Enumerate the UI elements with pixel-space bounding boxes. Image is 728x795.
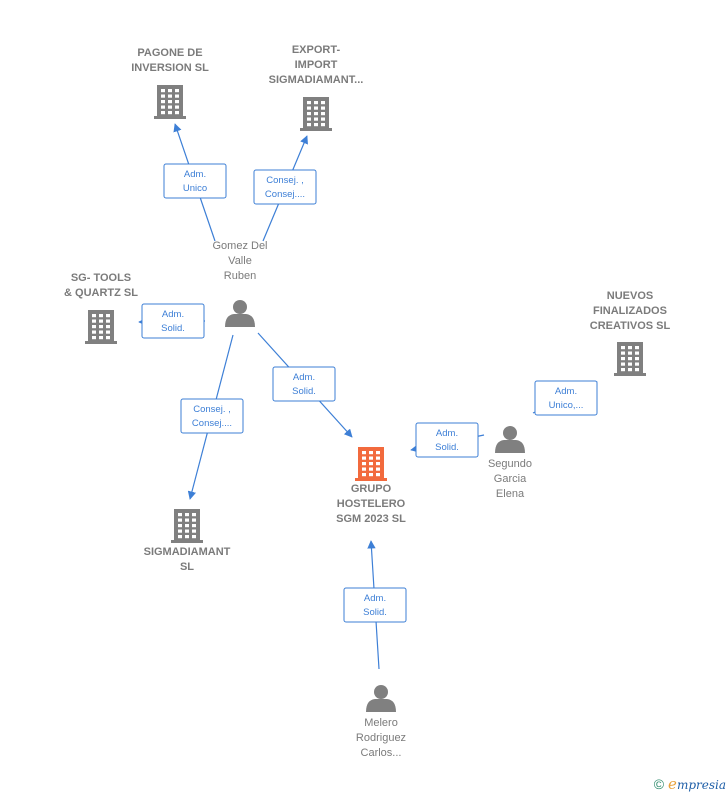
node-label: SGM 2023 SL — [336, 513, 406, 525]
building-icon[interactable] — [154, 85, 186, 119]
edge-label-text: Solid. — [363, 607, 387, 618]
edge-label-box[interactable] — [253, 169, 317, 205]
edge-label-text: Consej.... — [265, 189, 305, 200]
building-icon[interactable] — [171, 509, 203, 543]
node-export[interactable]: EXPORT- IMPORT SIGMADIAMANT... — [269, 44, 364, 131]
edge-segundo-grupo: Adm. Solid. — [410, 422, 485, 458]
edge-melero-grupo: Adm. Solid. — [343, 540, 407, 670]
edge-label-text: Unico — [183, 183, 207, 194]
edge-label-text: Solid. — [435, 442, 459, 453]
building-icon[interactable] — [300, 97, 332, 131]
edge-label-text: Adm. — [364, 593, 386, 604]
node-label: Valle — [228, 255, 252, 267]
edge-label-text: Adm. — [436, 428, 458, 439]
brand-logo-initial: e — [668, 775, 677, 793]
person-icon[interactable] — [495, 426, 525, 453]
node-label: EXPORT- — [292, 44, 341, 56]
node-label: GRUPO — [351, 483, 392, 495]
edge-label-box[interactable] — [180, 398, 244, 434]
node-label: HOSTELERO — [337, 498, 406, 510]
node-label: IMPORT — [295, 59, 338, 71]
building-icon[interactable] — [355, 447, 387, 481]
edge-label-text: Consej.... — [192, 418, 232, 429]
node-label: Ruben — [224, 270, 256, 282]
edge-gomez-sigma: Consej. , Consej.... — [180, 334, 244, 500]
edge-label-box[interactable] — [343, 587, 407, 623]
brand-footer: ©empresia — [654, 775, 726, 793]
node-label: SG- TOOLS — [71, 272, 131, 284]
node-label: PAGONE DE — [137, 47, 202, 59]
edge-gomez-sgtools: Adm. Solid. — [138, 303, 206, 339]
edge-label-box[interactable] — [141, 303, 205, 339]
node-label: Elena — [496, 488, 525, 500]
nodes-layer: PAGONE DE INVERSION SL EXPORT- IMPORT SIGMAD… — [64, 44, 670, 759]
node-label: Gomez Del — [212, 240, 267, 252]
node-label: Carlos... — [361, 747, 402, 759]
node-pagone[interactable]: PAGONE DE INVERSION SL — [131, 47, 209, 119]
edge-label-text: Solid. — [161, 323, 185, 334]
node-label: SIGMADIAMANT — [144, 546, 231, 558]
building-icon[interactable] — [85, 310, 117, 344]
edge-label-text: Consej. , — [193, 404, 231, 415]
node-label: NUEVOS — [607, 290, 653, 302]
edge-label-text: Unico,... — [549, 400, 584, 411]
node-label: FINALIZADOS — [593, 305, 667, 317]
node-label: Rodriguez — [356, 732, 406, 744]
edge-label-text: Adm. — [555, 386, 577, 397]
edge-label-text: Adm. — [184, 169, 206, 180]
node-sigma[interactable]: SIGMADIAMANT SL — [144, 509, 231, 573]
edge-gomez-grupo: Adm. Solid. — [257, 332, 353, 438]
node-label: & QUARTZ SL — [64, 287, 138, 299]
node-label: Melero — [364, 717, 398, 729]
node-label: INVERSION SL — [131, 62, 209, 74]
node-sgtools[interactable]: SG- TOOLS & QUARTZ SL — [64, 272, 138, 344]
building-icon[interactable] — [614, 342, 646, 376]
edge-segundo-nuevos: Adm. Unico,... — [532, 380, 598, 416]
edge-label-box[interactable] — [272, 366, 336, 402]
node-label: SL — [180, 561, 194, 573]
node-label: Segundo — [488, 458, 532, 470]
person-icon[interactable] — [366, 685, 396, 712]
edge-label-box[interactable] — [534, 380, 598, 416]
edge-label-text: Solid. — [292, 386, 316, 397]
brand-logo-text: mpresia — [676, 778, 726, 792]
edge-label-text: Adm. — [293, 372, 315, 383]
node-grupo[interactable]: GRUPO HOSTELERO SGM 2023 SL — [336, 447, 406, 525]
node-melero[interactable]: MeleroRodriguezCarlos... — [356, 685, 406, 759]
copyright-icon: © — [653, 776, 665, 792]
node-label: CREATIVOS SL — [590, 320, 671, 332]
edge-label-text: Consej. , — [266, 175, 304, 186]
node-label: SIGMADIAMANT... — [269, 74, 364, 86]
node-nuevos[interactable]: NUEVOS FINALIZADOS CREATIVOS SL — [590, 290, 671, 376]
edge-label-box[interactable] — [163, 163, 227, 199]
node-label: Garcia — [494, 473, 527, 485]
edge-gomez-export: Consej. , Consej.... — [253, 135, 317, 242]
edge-label-box[interactable] — [415, 422, 479, 458]
edge-gomez-pagone: Adm. Unico — [163, 123, 227, 242]
edge-label-text: Adm. — [162, 309, 184, 320]
person-icon[interactable] — [225, 300, 255, 327]
